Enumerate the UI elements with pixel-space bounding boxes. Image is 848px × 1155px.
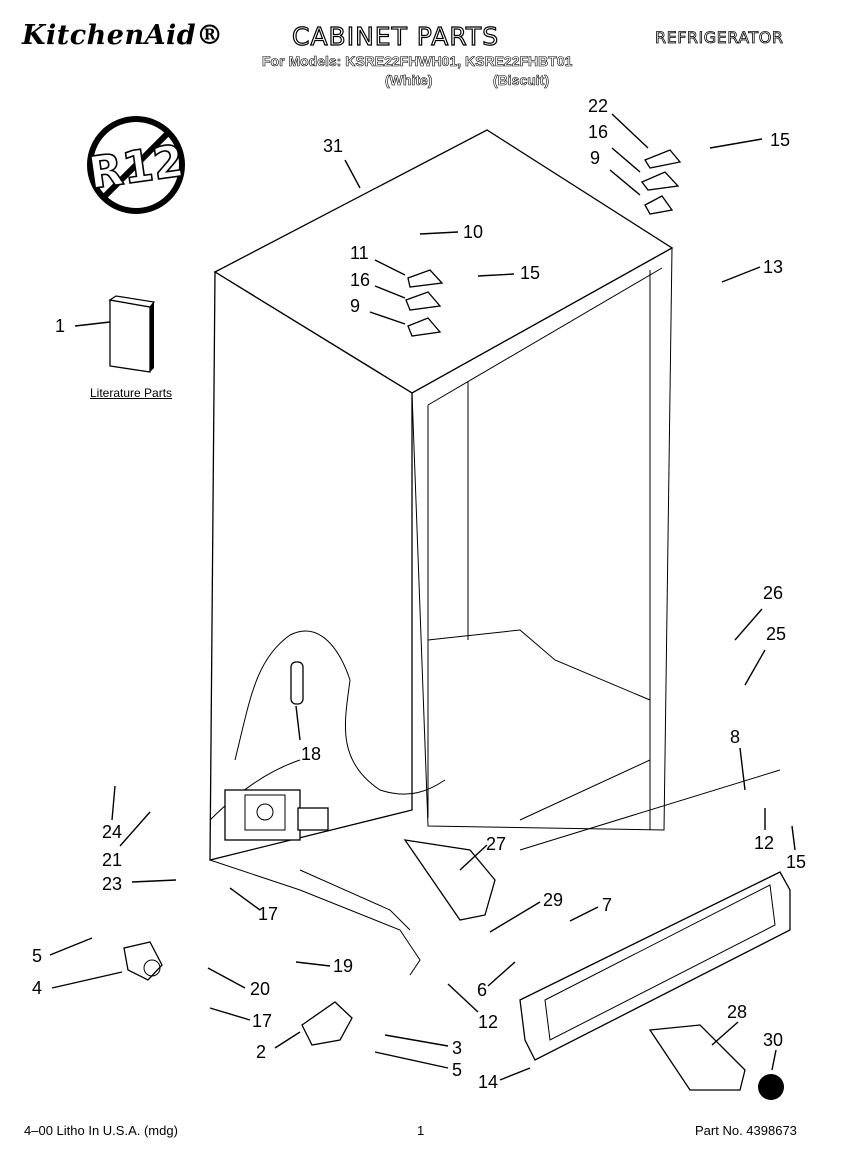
callout-13: 13 xyxy=(763,257,783,277)
callout-31: 31 xyxy=(323,136,343,156)
roller-wheel xyxy=(123,941,163,981)
literature-parts-label: Literature Parts xyxy=(90,386,173,400)
drain-hose xyxy=(290,661,304,705)
callout-27: 27 xyxy=(486,834,506,854)
callout-12: 12 xyxy=(754,833,774,853)
hinge-top-left xyxy=(405,269,444,337)
callout-8: 8 xyxy=(730,727,740,747)
variant-white: (White) xyxy=(385,72,433,89)
callout-23: 23 xyxy=(102,874,122,894)
callout-6: 6 xyxy=(477,980,487,1000)
callout-19: 19 xyxy=(333,956,353,976)
callout-14: 14 xyxy=(478,1072,498,1092)
callout-16: 16 xyxy=(588,122,608,142)
callout-17: 17 xyxy=(258,904,278,924)
callout-9b: 9 xyxy=(350,296,360,316)
leader-lines xyxy=(49,113,796,1081)
callout-15b: 15 xyxy=(520,263,540,283)
callout-7: 7 xyxy=(602,895,612,915)
callout-1: 1 xyxy=(55,316,65,336)
callout-11: 11 xyxy=(350,243,369,263)
r12-badge: R12 xyxy=(85,116,188,214)
callout-21: 21 xyxy=(102,850,122,870)
callout-15: 15 xyxy=(770,130,790,150)
callout-22: 22 xyxy=(588,96,608,116)
callout-3: 3 xyxy=(452,1038,462,1058)
variant-biscuit: (Biscuit) xyxy=(493,72,550,89)
page-title: CABINET PARTS xyxy=(291,21,500,51)
callout-26: 26 xyxy=(763,583,783,603)
grille-panel xyxy=(519,871,791,1061)
cabinet-shell xyxy=(209,129,781,976)
callout-2: 2 xyxy=(256,1042,266,1062)
callout-18: 18 xyxy=(301,744,321,764)
callout-25: 25 xyxy=(766,624,786,644)
callout-4: 4 xyxy=(32,978,42,998)
footer-page-number: 1 xyxy=(417,1123,425,1138)
water-filter xyxy=(648,1024,784,1100)
callout-15c: 15 xyxy=(786,852,806,872)
models-line: For Models: KSRE22FHWH01, KSRE22FHBT01 xyxy=(262,53,573,70)
hinge-top-right xyxy=(640,149,682,215)
callout-28: 28 xyxy=(727,1002,747,1022)
callout-16b: 16 xyxy=(350,270,370,290)
callout-9: 9 xyxy=(590,148,600,168)
callout-20: 20 xyxy=(250,979,270,999)
callout-10: 10 xyxy=(463,222,483,242)
callout-30: 30 xyxy=(763,1030,783,1050)
callout-labels: 31 22 16 15 9 10 11 16 15 9 13 1 26 25 1… xyxy=(32,96,806,1092)
category-label: REFRIGERATOR xyxy=(655,28,784,48)
callout-12b: 12 xyxy=(478,1012,498,1032)
callout-5b: 5 xyxy=(452,1060,462,1080)
callout-5: 5 xyxy=(32,946,42,966)
literature-booklet xyxy=(108,295,156,373)
leveling-bracket xyxy=(301,1001,353,1046)
footer-part-number: Part No. 4398673 xyxy=(695,1123,797,1138)
drain-pan xyxy=(403,839,496,921)
callout-17b: 17 xyxy=(252,1011,272,1031)
brand-logo: KitchenAid® xyxy=(22,20,224,51)
footer-litho: 4–00 Litho In U.S.A. (mdg) xyxy=(24,1123,178,1138)
callout-24: 24 xyxy=(102,822,122,842)
callout-29: 29 xyxy=(543,890,563,910)
